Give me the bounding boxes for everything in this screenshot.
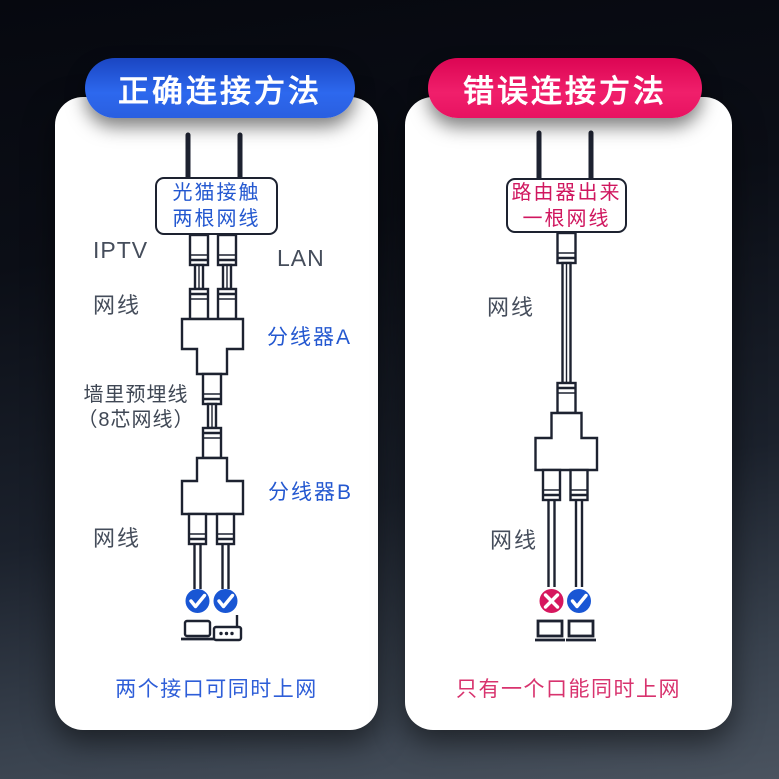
modem-box-line1: 光猫接触: [172, 182, 261, 204]
check-icon: [185, 589, 210, 613]
label-splitter-a: 分线器A: [267, 326, 353, 349]
router-icon: [212, 615, 243, 642]
wrong-method-caption: 只有一个口能同时上网: [456, 678, 681, 701]
single-cable-icon: [556, 231, 577, 415]
output-plug-right-icon: [215, 512, 236, 589]
correct-method-caption: 两个接口可同时上网: [115, 678, 318, 701]
label-cable-top: 网线: [487, 295, 536, 320]
label-cable-bottom: 网线: [490, 528, 539, 553]
modem-box: 光猫接触 两根网线: [155, 177, 278, 235]
label-iptv: IPTV: [93, 237, 149, 263]
splitter-a-shape: [180, 317, 245, 376]
modem-box-line2: 两根网线: [172, 208, 261, 230]
router-antennas-icon: [536, 130, 594, 181]
label-cable-top: 网线: [93, 293, 142, 318]
label-lan: LAN: [277, 245, 325, 271]
splitter-b-shape: [180, 456, 245, 516]
modem-cable-right-icon: [216, 233, 238, 321]
output-plug-left-icon: [187, 512, 208, 589]
check-icon: [213, 589, 238, 613]
correct-method-badge-label: 正确连接方法: [118, 73, 322, 109]
wrong-method-diagram: [534, 130, 599, 642]
label-cable-bottom: 网线: [93, 526, 142, 551]
cross-icon: [539, 589, 564, 613]
correct-method-panel: 光猫接触 两根网线 IPTV LAN 网线 分线器A 墙里预埋线 （8芯网线） …: [55, 97, 378, 730]
correct-method-badge: 正确连接方法: [85, 58, 355, 118]
wall-cable-icon: [201, 372, 223, 460]
label-wall-cable-line2: （8芯网线）: [77, 409, 195, 431]
label-wall-cable: 墙里预埋线 （8芯网线）: [75, 383, 197, 433]
laptop-icon: [535, 619, 565, 642]
modem-antennas-icon: [185, 132, 243, 182]
wrong-method-panel: 路由器出来 一根网线 网线 网线 只有一个口能同时上网: [405, 97, 732, 730]
router-box: 路由器出来 一根网线: [506, 178, 627, 233]
laptop-icon: [566, 619, 596, 642]
router-box-line2: 一根网线: [522, 207, 611, 230]
wrong-method-badge: 错误连接方法: [428, 58, 702, 118]
modem-cable-left-icon: [188, 233, 210, 321]
router-box-line1: 路由器出来: [511, 181, 622, 204]
output-plug-left-icon: [541, 468, 562, 587]
check-icon: [567, 589, 591, 613]
label-wall-cable-line1: 墙里预埋线: [83, 384, 189, 406]
correct-method-diagram: [180, 132, 245, 642]
wrong-method-badge-label: 错误连接方法: [463, 73, 667, 109]
laptop-icon: [181, 619, 214, 641]
output-plug-right-icon: [569, 468, 589, 587]
splitter-shape: [534, 411, 599, 472]
label-splitter-b: 分线器B: [268, 481, 354, 504]
